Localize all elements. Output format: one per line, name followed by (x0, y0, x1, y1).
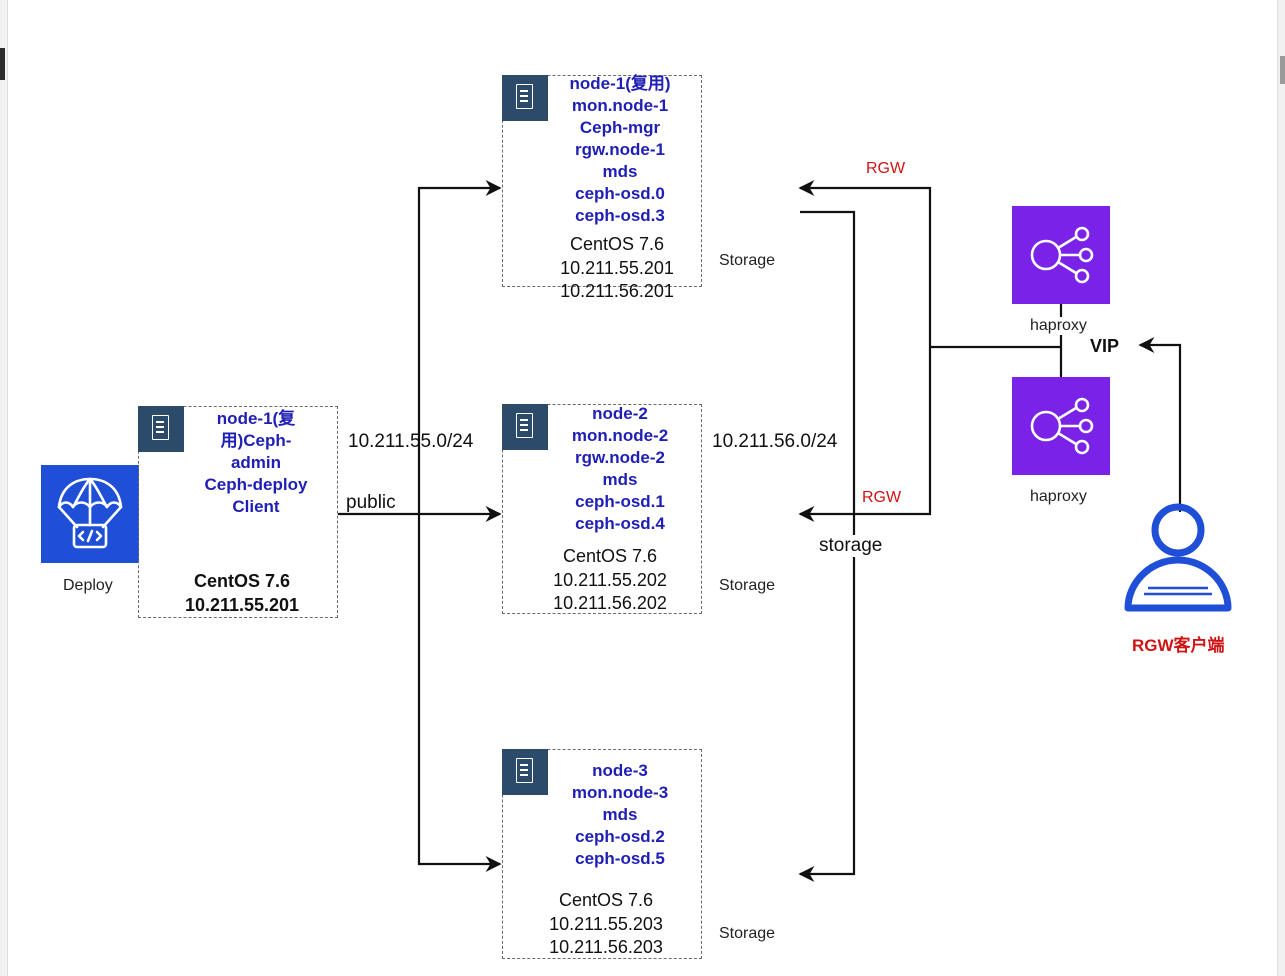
server-icon (502, 75, 548, 121)
os-label: CentOS 7.6 (562, 546, 658, 566)
rgw-label-node-2: RGW (862, 489, 902, 506)
role-line: Ceph-mgr (579, 118, 661, 137)
server-icon (502, 404, 548, 450)
public-network-label: public (346, 492, 396, 513)
deploy-host-info: CentOS 7.6 10.211.55.201 (143, 570, 341, 617)
rgw-link-node-2 (798, 347, 932, 522)
os-label: CentOS 7.6 (558, 890, 654, 910)
client-label: RGW客户端 (1132, 636, 1225, 655)
ip-public-label: 10.211.55.201 (560, 257, 674, 278)
role-line: ceph-osd.5 (575, 849, 665, 868)
ip-label: 10.211.55.201 (184, 594, 300, 615)
role-line: rgw.node-1 (574, 140, 666, 159)
storage-network-label: storage (818, 535, 884, 557)
role-line: 用)Ceph- (220, 431, 292, 450)
storage-subnet-label: 10.211.56.0/24 (712, 431, 838, 452)
role-line: mon.node-3 (571, 783, 669, 802)
node-2-box[interactable] (502, 404, 702, 614)
os-label: CentOS 7.6 (193, 571, 291, 591)
ip-storage-label: 10.211.56.201 (560, 281, 674, 301)
role-line: mds (602, 162, 638, 181)
role-line: ceph-osd.4 (575, 514, 665, 533)
vip-label: VIP (1090, 336, 1120, 356)
scroll-marker (1280, 56, 1285, 84)
storage-label: Storage (719, 925, 776, 942)
window-edge-left (0, 0, 8, 976)
parachute-code-icon (41, 465, 139, 563)
role-line: ceph-osd.1 (575, 492, 665, 511)
role-line: mon.node-2 (571, 426, 669, 445)
storage-label: Storage (719, 252, 776, 269)
server-icon (138, 406, 184, 452)
node-3-host-info: CentOS 7.6 10.211.55.203 10.211.56.203 (506, 889, 706, 960)
rgw-link-node-1 (798, 180, 932, 347)
public-link-node-1 (417, 180, 502, 514)
user-icon (1124, 503, 1232, 612)
role-line: admin (230, 453, 282, 472)
role-line: ceph-osd.0 (575, 184, 665, 203)
load-balancer-icon (1012, 206, 1110, 304)
ip-public-label: 10.211.55.203 (549, 913, 663, 934)
haproxy-label: haproxy (1030, 317, 1087, 335)
deploy-node-box[interactable] (138, 406, 338, 618)
role-line: Client (232, 497, 280, 516)
role-line: node-1(复用) (569, 74, 671, 93)
role-line: rgw.node-2 (574, 448, 666, 467)
public-subnet-label: 10.211.55.0/24 (348, 431, 474, 452)
scroll-marker (0, 48, 5, 80)
node-1-role-list: node-1(复用) mon.node-1 Ceph-mgr rgw.node-… (540, 73, 700, 227)
ip-storage-label: 10.211.56.202 (553, 593, 667, 613)
role-line: node-2 (592, 404, 648, 423)
client-vip-link (1138, 337, 1182, 512)
role-line: node-3 (592, 761, 648, 780)
role-line: ceph-osd.2 (575, 827, 665, 846)
public-link-node-3 (417, 514, 502, 872)
node-2-host-info: CentOS 7.6 10.211.55.202 10.211.56.202 (510, 545, 710, 616)
node-1-box[interactable] (502, 75, 702, 287)
role-line: mds (602, 805, 638, 824)
ip-public-label: 10.211.55.202 (553, 569, 667, 590)
rgw-label-node-1: RGW (866, 160, 906, 177)
storage-label: Storage (719, 577, 776, 594)
deploy-label: Deploy (63, 577, 113, 594)
node-2-role-list: node-2 mon.node-2 rgw.node-2 mds ceph-os… (540, 403, 700, 535)
role-line: mon.node-1 (571, 96, 669, 115)
role-line: mds (602, 470, 638, 489)
server-icon (502, 749, 548, 795)
node-3-box[interactable] (502, 749, 702, 959)
node-1-host-info: CentOS 7.6 10.211.55.201 10.211.56.201 (517, 233, 717, 304)
role-line: Ceph-deploy (204, 475, 308, 494)
role-line: node-1(复 (216, 409, 296, 428)
haproxy-label: haproxy (1030, 488, 1087, 505)
ip-storage-label: 10.211.56.203 (549, 937, 663, 957)
role-line: ceph-osd.3 (575, 206, 665, 225)
node-3-role-list: node-3 mon.node-3 mds ceph-osd.2 ceph-os… (540, 760, 700, 870)
window-edge-right (1277, 0, 1285, 976)
load-balancer-icon (1012, 377, 1110, 475)
os-label: CentOS 7.6 (569, 234, 665, 254)
deploy-role-list: node-1(复 用)Ceph- admin Ceph-deploy Clien… (186, 408, 326, 518)
